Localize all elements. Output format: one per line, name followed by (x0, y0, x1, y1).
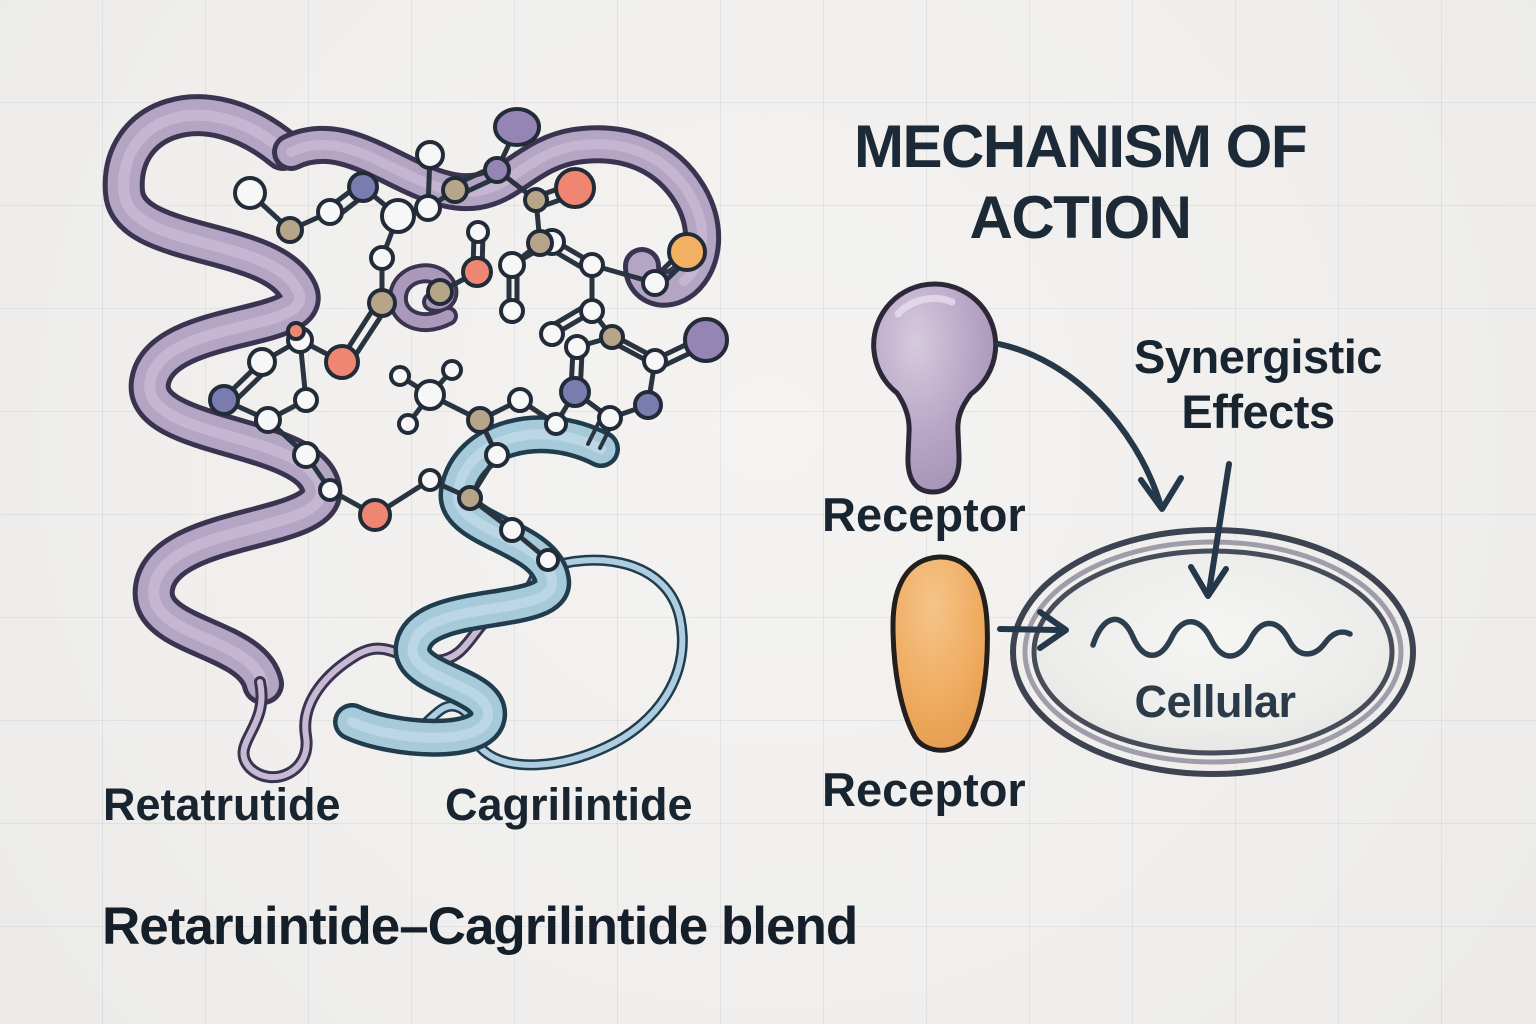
molecule-model (208, 107, 729, 572)
caption-text: Retaruintide–Cagrilintide blend (102, 897, 858, 956)
orange-atom (667, 232, 707, 272)
arrow-synergy-to-cell (1188, 461, 1232, 599)
receptor-purple-shape (871, 281, 999, 495)
receptor-bottom-label: Receptor (822, 763, 1026, 816)
signal-wave (1090, 616, 1353, 659)
receptor-orange-shape (890, 554, 990, 753)
arrow-receptor-to-cell (996, 341, 1184, 512)
cagrilintide-ribbon (333, 415, 688, 771)
cagrilintide-label: Cagrilintide (445, 779, 693, 830)
synergy-label: Synergistic Effects (1134, 330, 1382, 438)
receptor-top-label: Receptor (822, 488, 1026, 541)
retatrutide-ribbon (102, 94, 722, 784)
arrows (996, 341, 1232, 651)
molecule-atoms (208, 107, 729, 572)
retatrutide-label: Retatrutide (103, 779, 341, 830)
page-title: MECHANISM OF ACTION (854, 113, 1307, 251)
cell-label: Cellular (1134, 676, 1296, 727)
arrow-orange-receptor-to-cell (997, 609, 1069, 651)
